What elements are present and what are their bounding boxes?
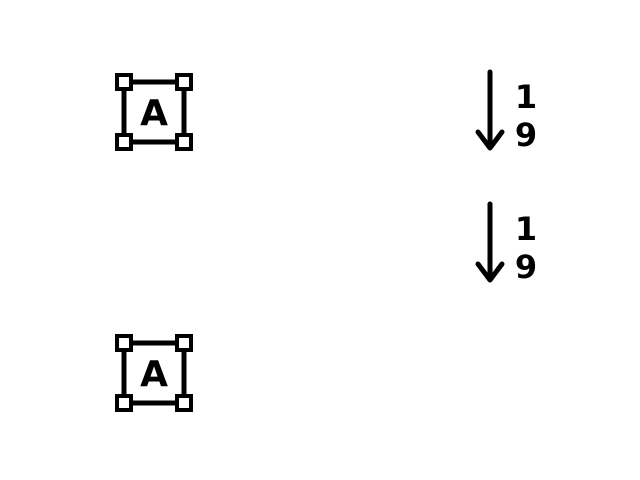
text-box-glyph: A [140,354,168,395]
text-box-icon[interactable]: A [112,331,196,415]
sort-descending-icon-graphic: 1 9 [475,69,537,154]
sort-bottom-digit: 9 [515,248,537,286]
text-box-icon[interactable]: A [112,70,196,154]
sort-descending-icon[interactable]: 1 9 [470,68,542,154]
text-box-glyph: A [140,93,168,134]
sort-descending-icon-graphic: 1 9 [475,201,537,286]
sort-top-digit: 1 [515,210,537,248]
sort-bottom-digit: 9 [515,116,537,154]
text-box-icon-graphic: A [115,73,193,151]
sort-top-digit: 1 [515,78,537,116]
sort-descending-icon[interactable]: 1 9 [470,200,542,286]
text-box-icon-graphic: A [115,334,193,412]
